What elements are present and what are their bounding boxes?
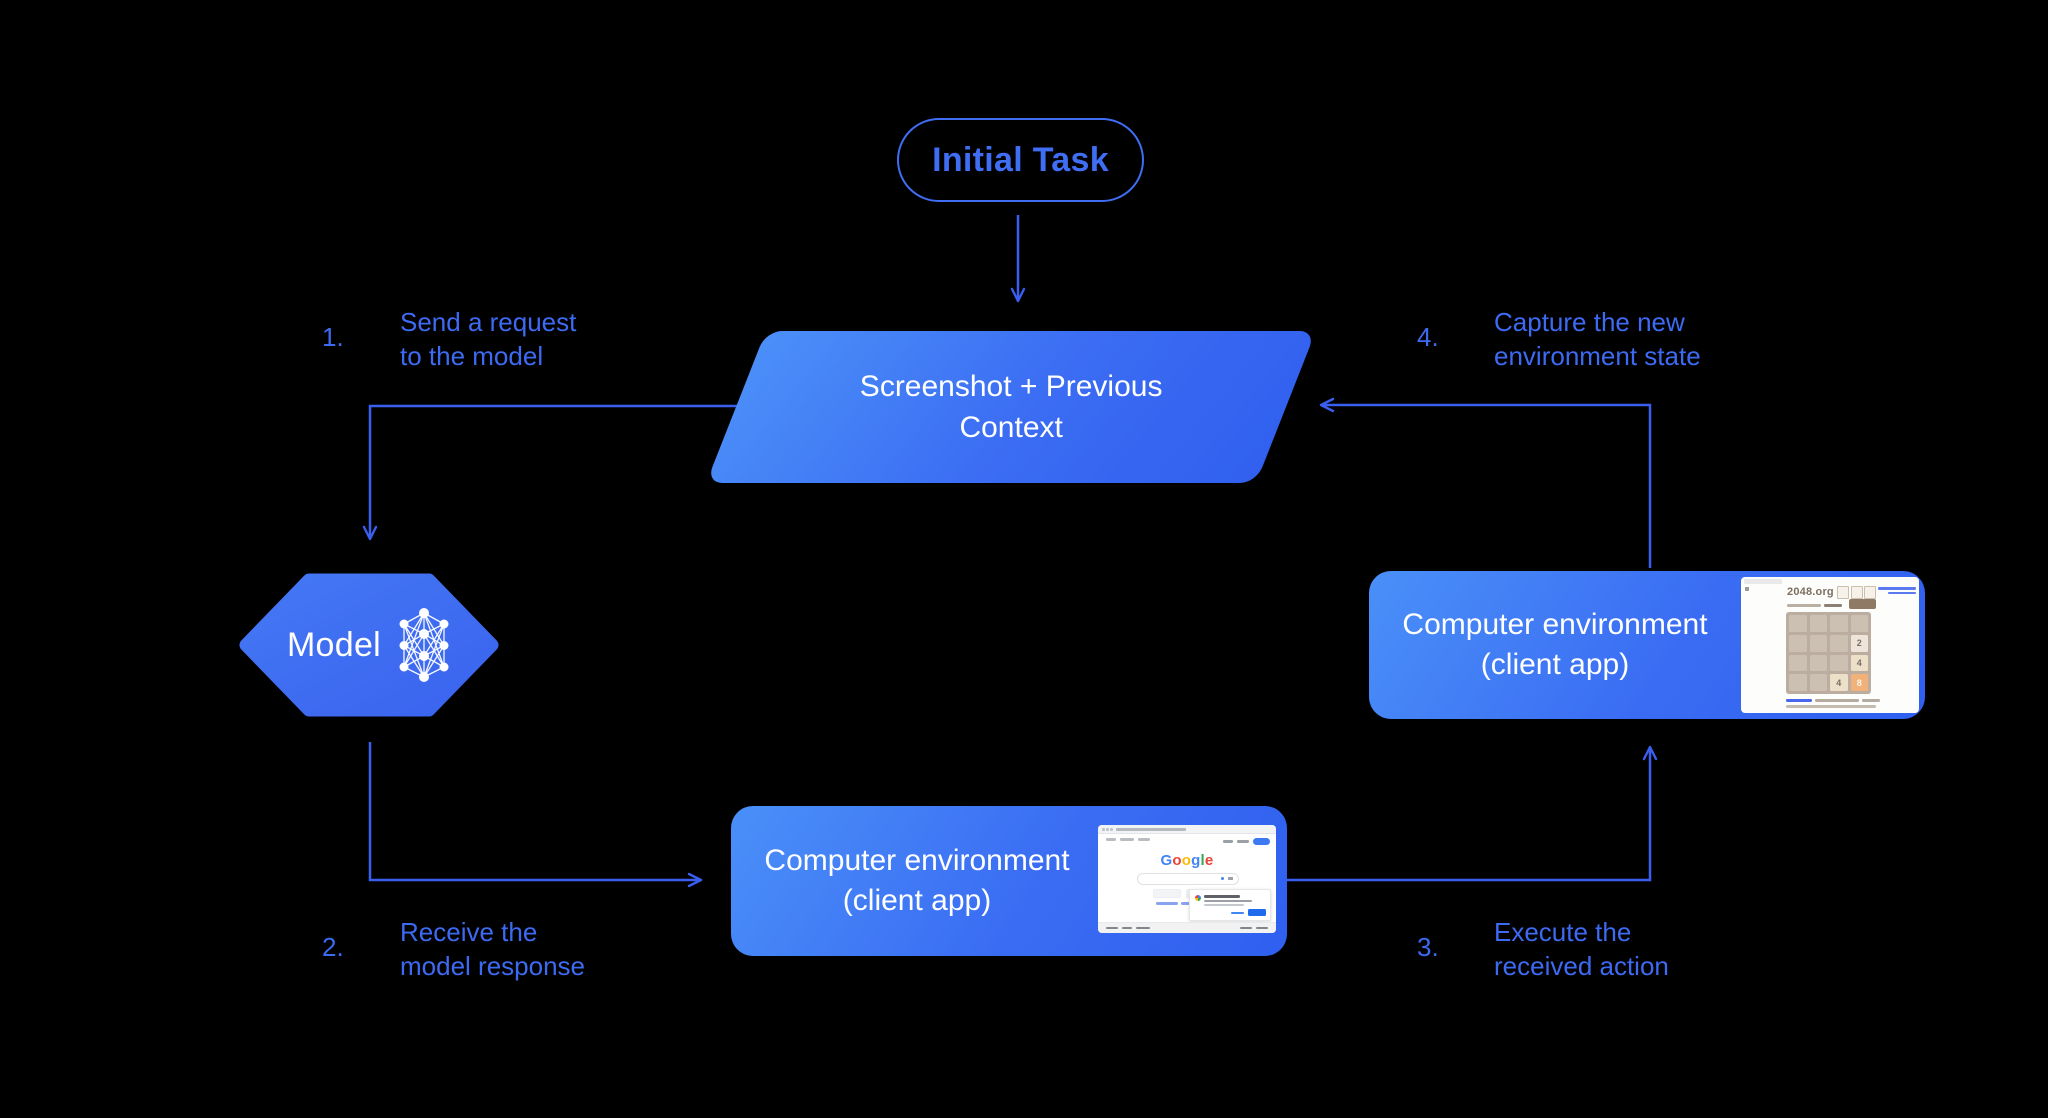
step-1-number: 1. (322, 322, 344, 352)
step-3-number: 3. (1417, 932, 1439, 962)
google-search-button (1152, 889, 1181, 898)
google-logo-letter: G (1160, 852, 1173, 869)
game-cell (1809, 634, 1827, 652)
google-logo: Google (1098, 853, 1276, 868)
game-cell (1789, 654, 1807, 672)
step-3-label: Execute the received action (1494, 917, 1669, 981)
env-node-executor: Computer environment (client app) Google (731, 806, 1287, 956)
google-search-screenshot: Google (1098, 825, 1276, 933)
initial-task-node: Initial Task (897, 118, 1144, 202)
step-1-label: Send a request to the model (400, 307, 577, 371)
step-4-label: Capture the new environment state (1494, 307, 1701, 371)
model-node: Model (239, 571, 499, 719)
game-cell (1830, 615, 1848, 632)
game-cell (1789, 634, 1807, 652)
env-executor-label: Computer environment (client app) (764, 843, 1070, 918)
game-cell (1789, 615, 1807, 632)
arrow-env-to-context (1319, 397, 1652, 568)
dialog-sign-in-button (1248, 909, 1266, 916)
env-node-capture: Computer environment (client app) 2048.o… (1369, 571, 1925, 719)
game-tile: 8 (1850, 674, 1868, 691)
bookmarks-bar (1106, 838, 1150, 841)
arrow-env-to-env (1287, 745, 1658, 882)
game-cell (1809, 674, 1827, 691)
game-tile: 4 (1830, 674, 1848, 691)
game-cell (1809, 654, 1827, 672)
game-footer-text (1786, 705, 1876, 708)
game-cell (1809, 615, 1827, 632)
game-subtitle-text (1787, 604, 1842, 607)
search-input (1137, 873, 1239, 885)
score-boxes (1837, 586, 1876, 599)
dialog-stay-signed-out-link (1231, 911, 1244, 914)
browser-tab (1744, 579, 1782, 584)
sign-in-dialog (1189, 889, 1271, 921)
mic-icon (1221, 877, 1224, 880)
game-title: 2048.org (1787, 586, 1834, 598)
game-cell (1830, 654, 1848, 672)
google-logo-letter: l (1200, 852, 1205, 869)
arrow-context-to-model (362, 404, 737, 541)
hexagon-shape (239, 573, 499, 717)
model-label: Model (286, 625, 382, 664)
address-bar (1116, 828, 1186, 831)
browser-chrome-bar (1098, 825, 1276, 834)
game-tile: 2 (1850, 634, 1868, 652)
sign-in-button (1253, 838, 1270, 845)
game-header-links (1878, 587, 1916, 594)
step-2-label: Receive the model response (400, 917, 585, 981)
new-game-button (1849, 599, 1876, 609)
neural-network-icon (399, 608, 449, 682)
step-2-number: 2. (322, 932, 344, 962)
google-logo-letter: e (1204, 852, 1214, 869)
google-logo-letter: o (1172, 852, 1182, 869)
browser-icon (1745, 587, 1749, 591)
google-g-icon (1195, 895, 1201, 901)
google-logo-letter: o (1181, 852, 1192, 869)
google-header-links (1223, 838, 1270, 845)
keyboard-icon (1228, 877, 1233, 880)
step-4-number: 4. (1417, 322, 1439, 352)
screenshot-context-node: Screenshot + Previous Context (706, 331, 1316, 483)
game-footer-link (1786, 699, 1880, 702)
arrow-model-to-env (368, 742, 703, 888)
game-cell (1789, 674, 1807, 691)
game-cell (1830, 634, 1848, 652)
env-capture-label: Computer environment (client app) (1402, 607, 1708, 682)
initial-task-label: Initial Task (932, 140, 1109, 179)
google-logo-letter: g (1191, 852, 1201, 869)
game-cell (1850, 615, 1868, 632)
screenshot-context-label: Screenshot + Previous Context (859, 369, 1163, 444)
game-tile: 4 (1850, 654, 1868, 672)
google-footer (1098, 922, 1276, 933)
